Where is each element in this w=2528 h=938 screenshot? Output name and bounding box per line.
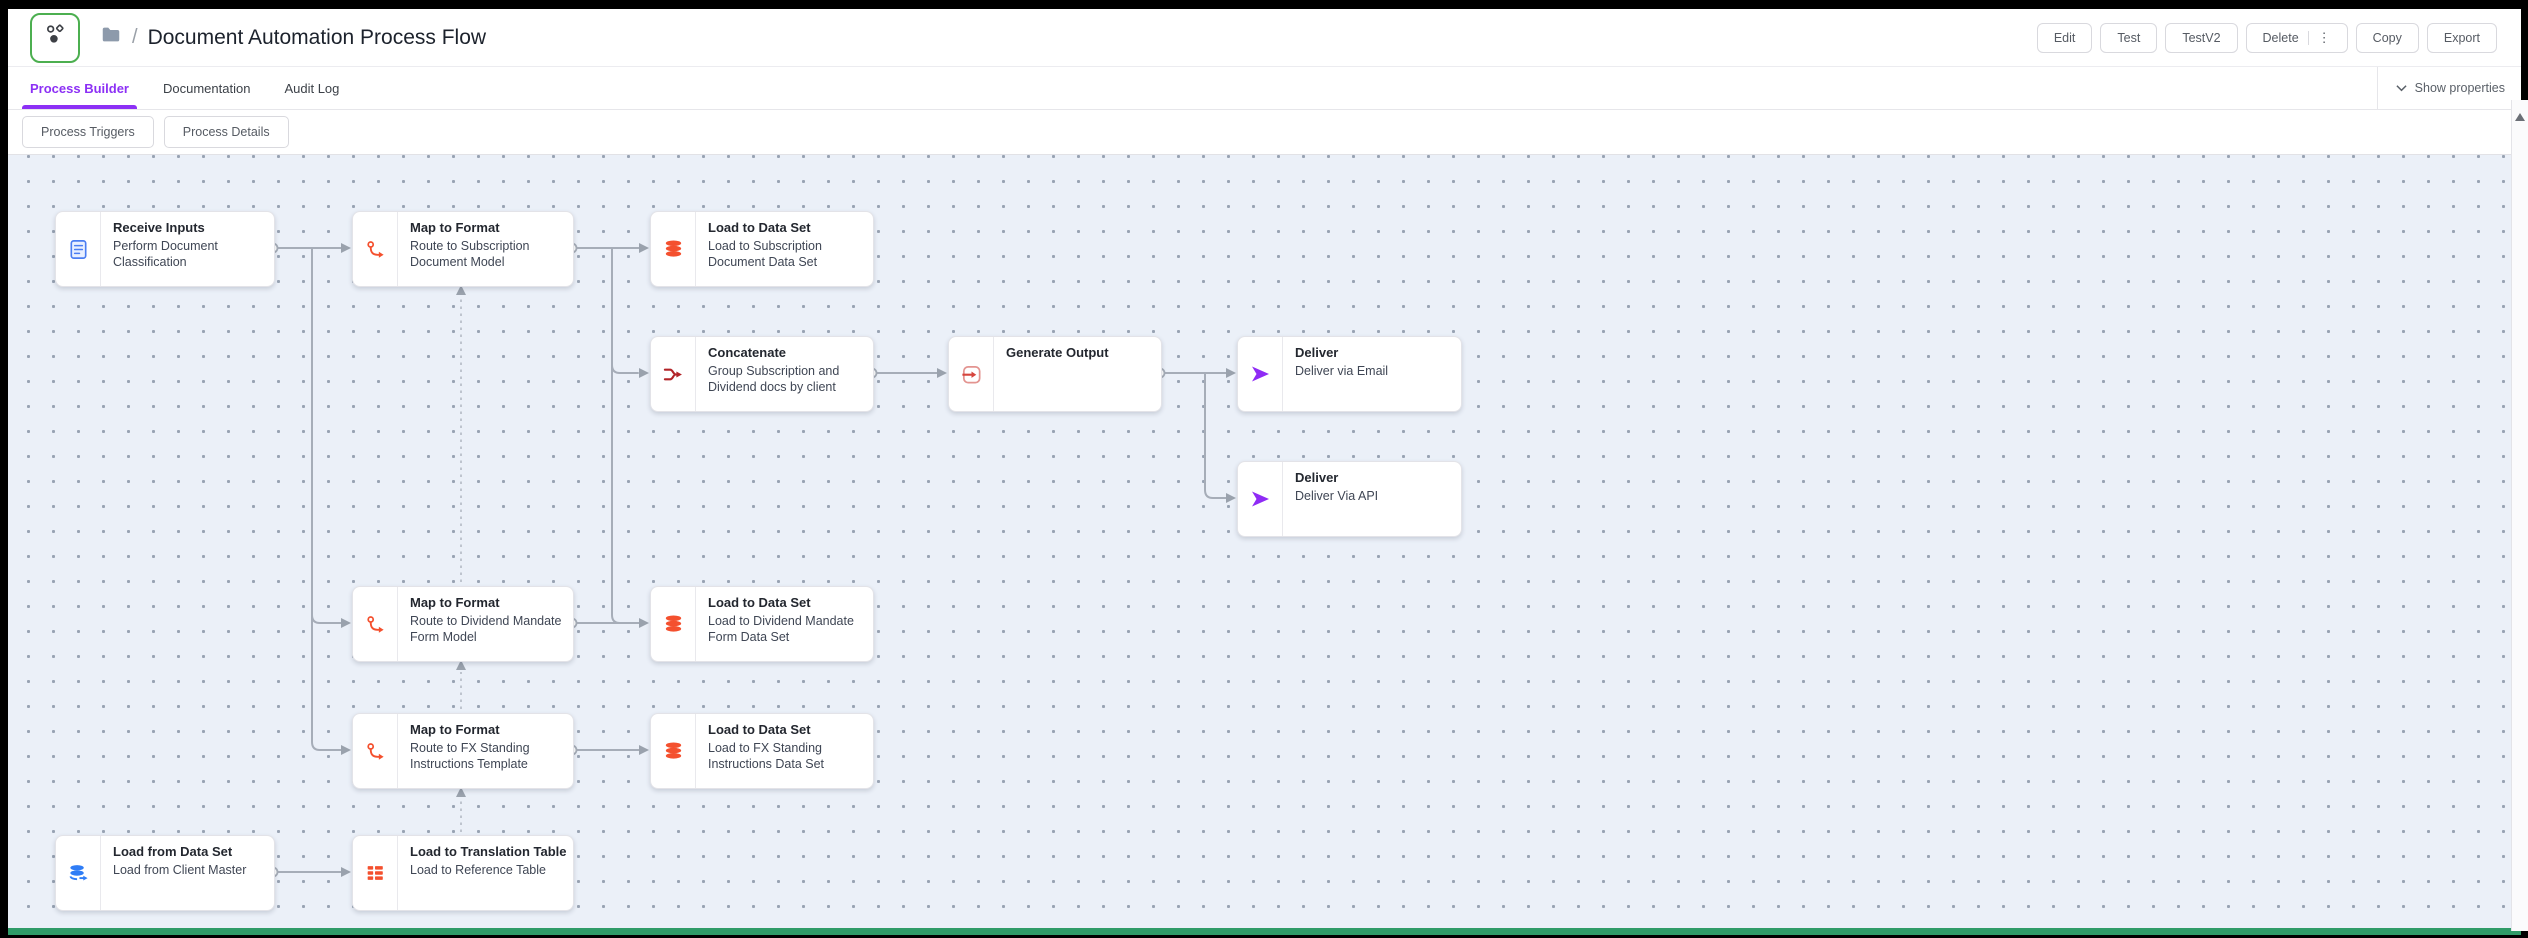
node-subtitle: Route to FX Standing Instructions Templa… — [410, 740, 563, 773]
merge-icon — [651, 337, 696, 411]
app-window: / Document Automation Process Flow Edit … — [8, 9, 2521, 935]
node-subtitle: Deliver Via API — [1295, 488, 1451, 504]
tab-bar: Process Builder Documentation Audit Log … — [8, 67, 2521, 110]
send-icon — [1238, 337, 1283, 411]
node-generate-output[interactable]: Generate Output — [948, 336, 1162, 412]
copy-button[interactable]: Copy — [2356, 23, 2419, 53]
process-details-button[interactable]: Process Details — [164, 116, 289, 148]
node-map-dividend[interactable]: Map to Format Route to Dividend Mandate … — [352, 586, 574, 662]
node-title: Load to Data Set — [708, 722, 863, 737]
folder-icon — [100, 24, 122, 51]
node-load-dividend[interactable]: Load to Data Set Load to Dividend Mandat… — [650, 586, 874, 662]
route-icon — [353, 587, 398, 661]
node-title: Concatenate — [708, 345, 863, 360]
breadcrumb: / Document Automation Process Flow — [100, 24, 2037, 51]
node-title: Load to Data Set — [708, 595, 863, 610]
node-map-subscription[interactable]: Map to Format Route to Subscription Docu… — [352, 211, 574, 287]
testv2-button[interactable]: TestV2 — [2165, 23, 2237, 53]
node-title: Map to Format — [410, 722, 563, 737]
node-subtitle: Route to Dividend Mandate Form Model — [410, 613, 563, 646]
output-icon — [949, 337, 994, 411]
workflow-icon-box[interactable] — [30, 13, 80, 63]
process-nodes-icon — [42, 22, 68, 53]
node-subtitle: Load to FX Standing Instructions Data Se… — [708, 740, 863, 773]
node-subtitle: Load from Client Master — [113, 862, 264, 878]
database-icon — [651, 212, 696, 286]
vertical-scrollbar[interactable] — [2511, 100, 2528, 931]
node-concatenate[interactable]: Concatenate Group Subscription and Divid… — [650, 336, 874, 412]
node-title: Receive Inputs — [113, 220, 264, 235]
node-title: Map to Format — [410, 220, 563, 235]
node-deliver-api[interactable]: Deliver Deliver Via API — [1237, 461, 1462, 537]
button-divider — [2308, 31, 2309, 45]
node-title: Map to Format — [410, 595, 563, 610]
node-subtitle: Group Subscription and Dividend docs by … — [708, 363, 863, 396]
horizontal-scrollbar[interactable] — [8, 928, 2521, 935]
node-subtitle: Deliver via Email — [1295, 363, 1451, 379]
kebab-menu-icon[interactable]: ⋮ — [2318, 30, 2331, 46]
chevron-down-icon — [2396, 81, 2407, 95]
test-button[interactable]: Test — [2100, 23, 2157, 53]
node-title: Load to Translation Table — [410, 844, 563, 859]
node-map-fx[interactable]: Map to Format Route to FX Standing Instr… — [352, 713, 574, 789]
node-title: Deliver — [1295, 345, 1451, 360]
node-subtitle: Perform Document Classification — [113, 238, 264, 271]
node-title: Load from Data Set — [113, 844, 264, 859]
database-icon — [651, 587, 696, 661]
show-properties-toggle[interactable]: Show properties — [2377, 67, 2505, 109]
send-icon — [1238, 462, 1283, 536]
page-title: Document Automation Process Flow — [148, 26, 486, 50]
node-load-from-dataset[interactable]: Load from Data Set Load from Client Mast… — [55, 835, 275, 911]
database-out-icon — [56, 836, 101, 910]
tab-documentation[interactable]: Documentation — [163, 67, 250, 109]
document-icon — [56, 212, 101, 286]
node-subtitle: Load to Subscription Document Data Set — [708, 238, 863, 271]
node-load-fx[interactable]: Load to Data Set Load to FX Standing Ins… — [650, 713, 874, 789]
scroll-up-icon[interactable] — [2515, 108, 2525, 931]
process-triggers-button[interactable]: Process Triggers — [22, 116, 154, 148]
node-title: Deliver — [1295, 470, 1451, 485]
edit-button[interactable]: Edit — [2037, 23, 2093, 53]
route-icon — [353, 212, 398, 286]
header-actions: Edit Test TestV2 Delete ⋮ Copy Export — [2037, 23, 2497, 53]
node-subtitle: Route to Subscription Document Model — [410, 238, 563, 271]
route-icon — [353, 714, 398, 788]
breadcrumb-separator: / — [132, 26, 138, 49]
tab-process-builder[interactable]: Process Builder — [30, 67, 129, 109]
node-title: Load to Data Set — [708, 220, 863, 235]
node-title: Generate Output — [1006, 345, 1151, 360]
node-load-subscription[interactable]: Load to Data Set Load to Subscription Do… — [650, 211, 874, 287]
delete-button[interactable]: Delete ⋮ — [2246, 23, 2348, 53]
header: / Document Automation Process Flow Edit … — [8, 9, 2521, 67]
node-receive-inputs[interactable]: Receive Inputs Perform Document Classifi… — [55, 211, 275, 287]
process-canvas[interactable]: Receive Inputs Perform Document Classifi… — [8, 155, 2521, 928]
node-load-translation-table[interactable]: Load to Translation Table Load to Refere… — [352, 835, 574, 911]
canvas-toolbar: Process Triggers Process Details — [8, 110, 2521, 155]
table-icon — [353, 836, 398, 910]
node-subtitle: Load to Dividend Mandate Form Data Set — [708, 613, 863, 646]
database-icon — [651, 714, 696, 788]
node-deliver-email[interactable]: Deliver Deliver via Email — [1237, 336, 1462, 412]
node-subtitle: Load to Reference Table — [410, 862, 563, 878]
export-button[interactable]: Export — [2427, 23, 2497, 53]
tab-audit-log[interactable]: Audit Log — [284, 67, 339, 109]
